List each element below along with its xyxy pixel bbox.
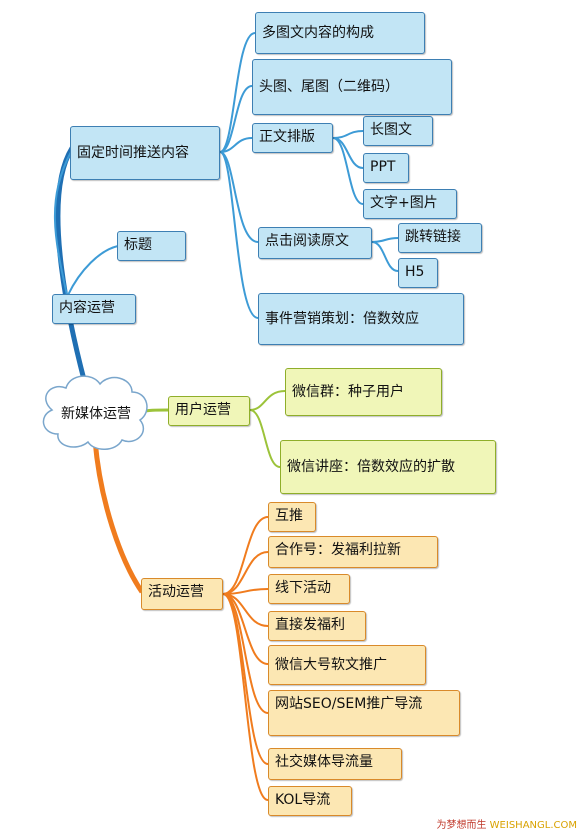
seo-sem-node: 网站SEO/SEM推广导流 <box>268 690 460 736</box>
offline-activity-node: 线下活动 <box>268 574 350 604</box>
title-node: 标题 <box>117 231 186 261</box>
jump-link-node: 跳转链接 <box>398 223 482 253</box>
user-to-group-line <box>249 390 286 411</box>
fixed-push-node: 固定时间推送内容 <box>70 126 220 180</box>
read-original-node: 点击阅读原文 <box>258 227 372 259</box>
fixed-to-images-line <box>219 85 253 153</box>
activity-ops-node: 活动运营 <box>141 578 223 610</box>
fixed-to-event-line <box>219 151 259 319</box>
read-to-jump-line <box>371 237 399 243</box>
wechat-group-node: 微信群：种子用户 <box>285 368 442 416</box>
layout-to-ppt-line <box>332 137 364 169</box>
root-node: 新媒体运营 <box>61 406 131 422</box>
kol-node: KOL导流 <box>268 786 352 816</box>
root-cloud-shape <box>42 375 148 450</box>
big-account-promo-node: 微信大号软文推广 <box>268 645 426 685</box>
multi-article-node: 多图文内容的构成 <box>255 12 425 54</box>
long-article-node: 长图文 <box>363 116 433 146</box>
user-ops-node: 用户运营 <box>168 396 250 426</box>
footer-site: WEISHANGL.COM <box>489 820 577 831</box>
ppt-node: PPT <box>363 153 409 183</box>
direct-benefit-node: 直接发福利 <box>268 611 366 641</box>
act-to-c1-line <box>222 516 269 595</box>
layout-to-text-line <box>332 137 364 205</box>
social-media-node: 社交媒体导流量 <box>268 748 402 780</box>
footer-slogan: 为梦想而生 <box>436 820 487 831</box>
body-layout-node: 正文排版 <box>252 123 333 153</box>
text-image-node: 文字+图片 <box>363 189 457 219</box>
content-to-title-line <box>67 245 119 296</box>
fixed-to-multi-line <box>219 32 256 153</box>
wechat-lecture-node: 微信讲座：倍数效应的扩散 <box>280 440 496 494</box>
user-to-lecture-line <box>249 409 281 468</box>
partner-account-node: 合作号：发福利拉新 <box>268 536 438 568</box>
act-to-c2-line <box>222 551 269 595</box>
fixed-to-layout-line <box>219 137 253 153</box>
act-to-c7-line <box>222 593 269 765</box>
footer-watermark: 为梦想而生 WEISHANGL.COM <box>436 816 577 831</box>
act-to-c8-line <box>222 593 269 801</box>
read-to-h5-line <box>371 241 399 272</box>
mutual-push-node: 互推 <box>268 502 316 532</box>
h5-node: H5 <box>398 258 438 288</box>
content-ops-node: 内容运营 <box>52 294 136 324</box>
event-marketing-node: 事件营销策划：倍数效应 <box>258 293 464 345</box>
trunk-blue-thin-line <box>53 149 73 301</box>
layout-to-long-line <box>332 130 364 139</box>
trunk-orange-line <box>92 439 145 594</box>
header-footer-image-node: 头图、尾图（二维码） <box>252 59 452 115</box>
